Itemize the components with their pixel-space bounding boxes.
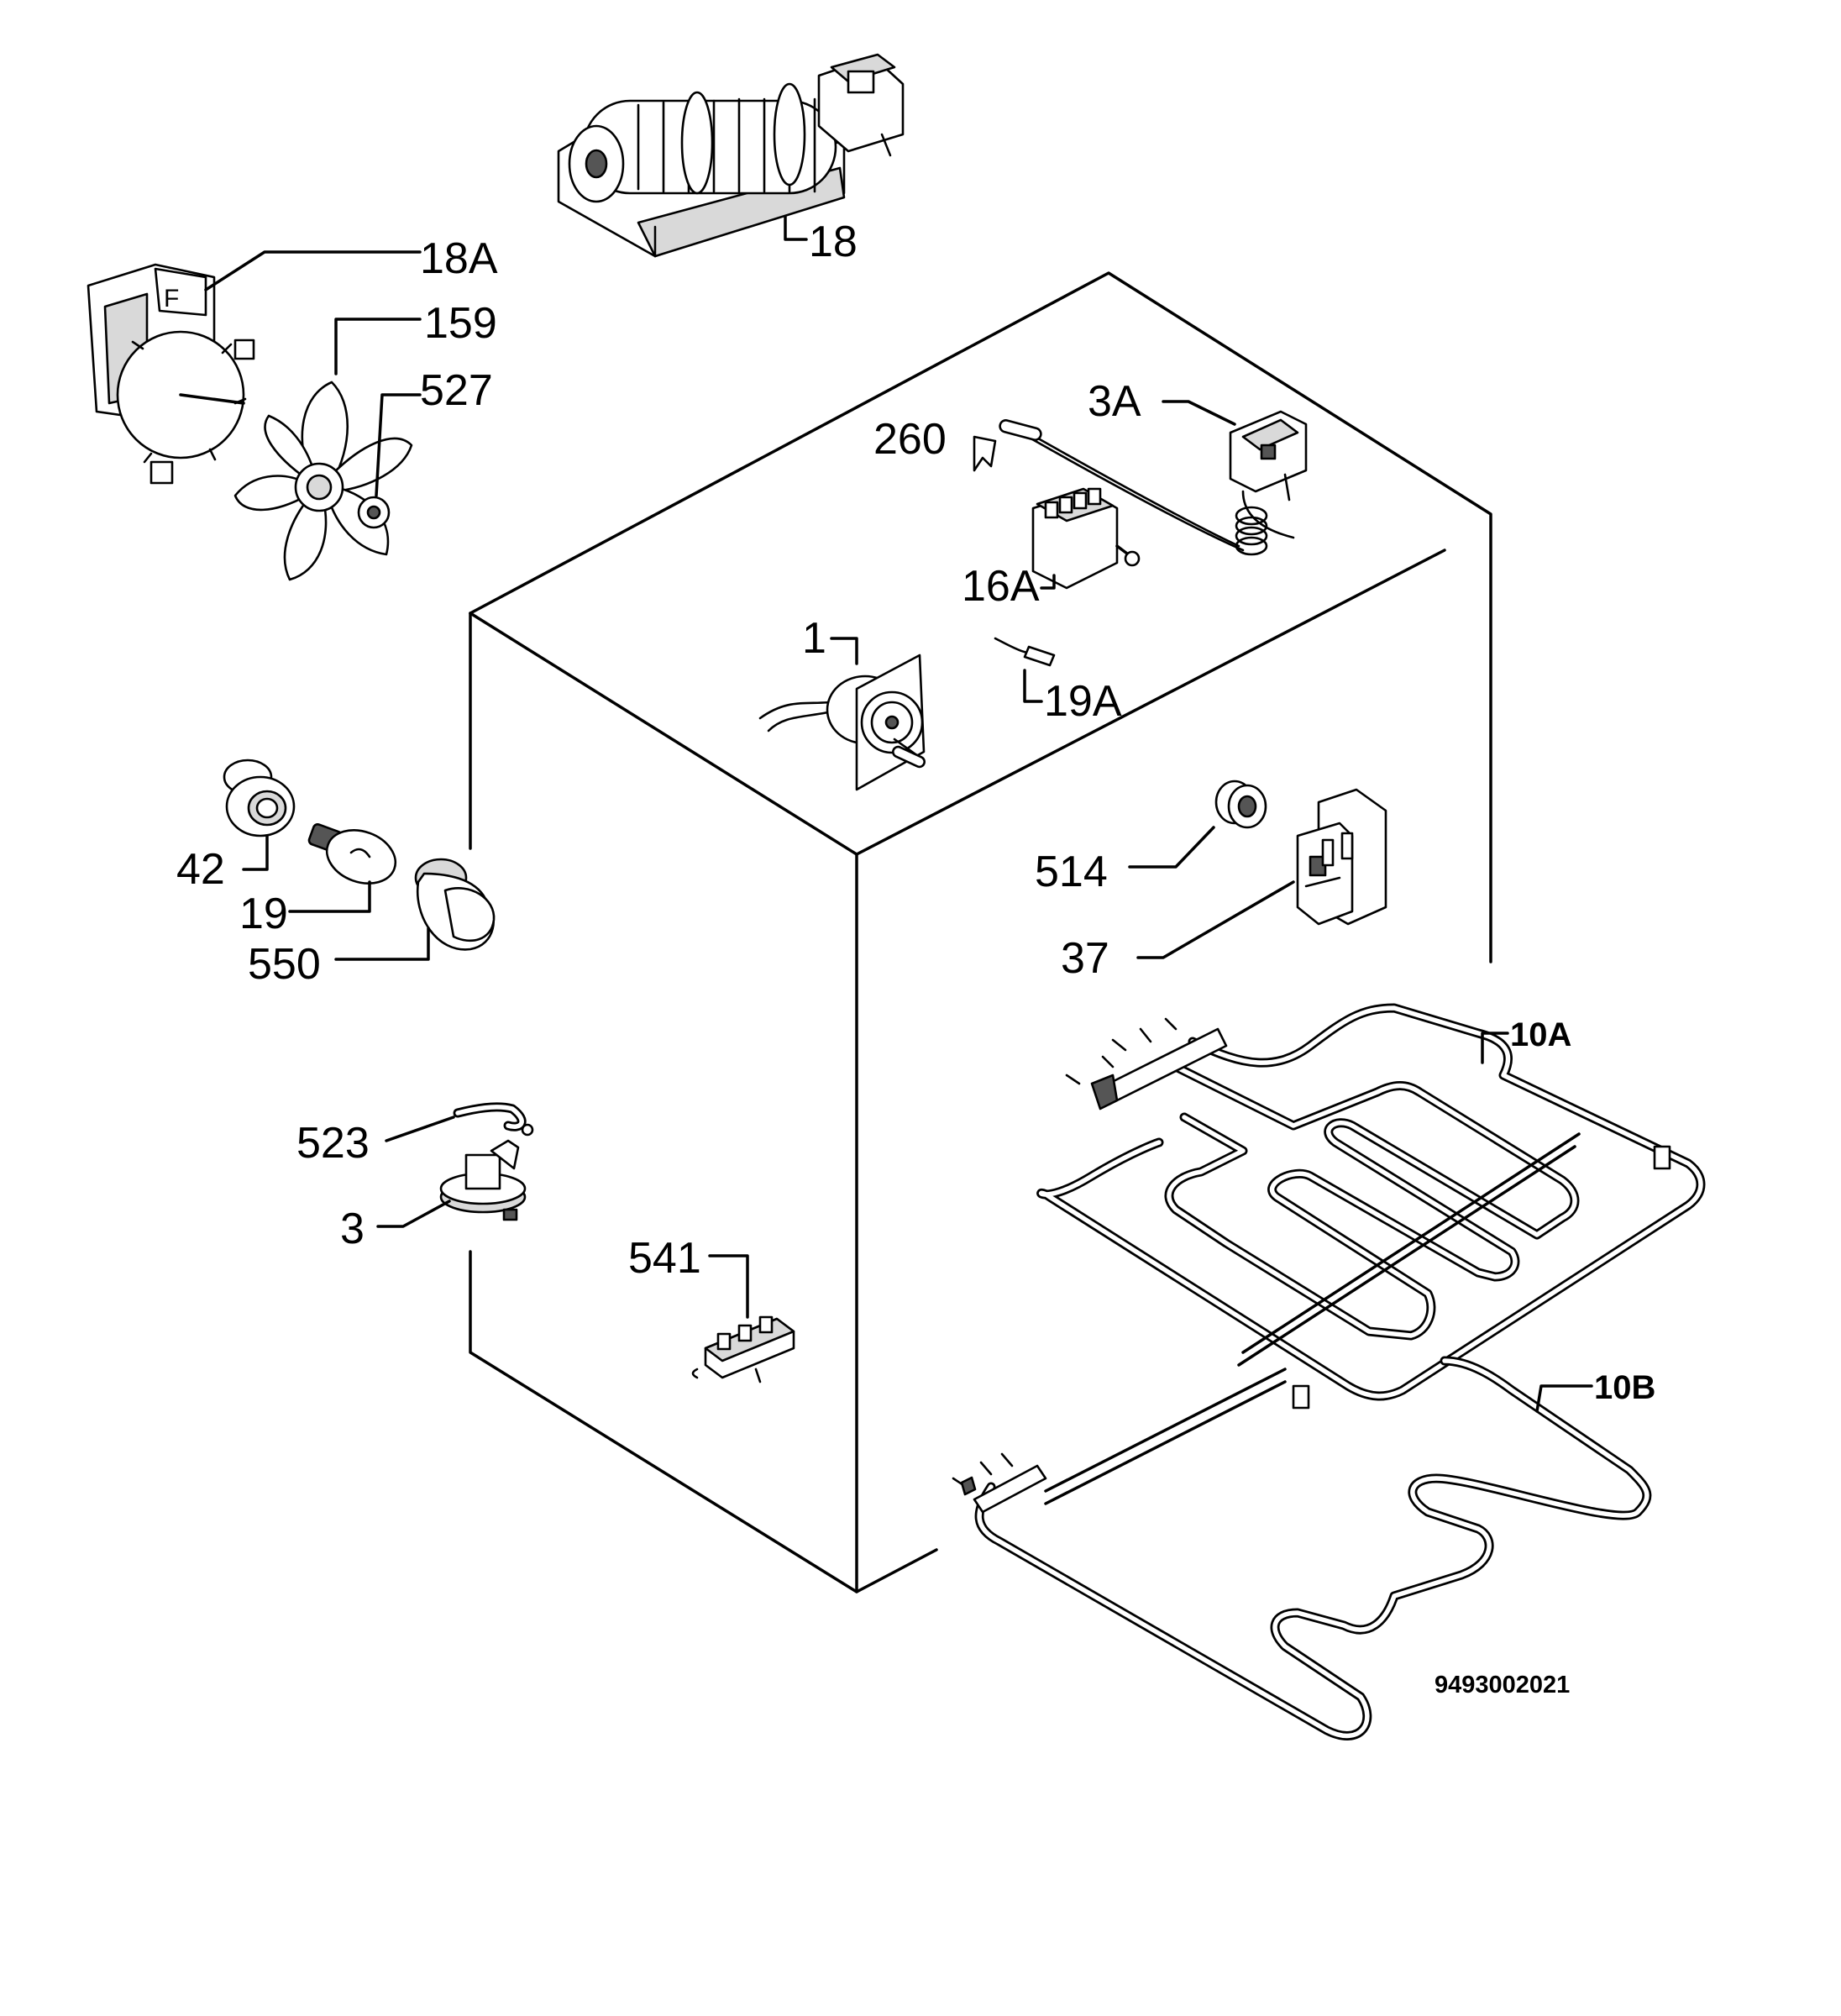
leader-19A <box>1023 669 1043 703</box>
leader-37 <box>1136 880 1295 959</box>
selector-switch-16A <box>1031 487 1141 590</box>
label-541: 541 <box>628 1234 701 1283</box>
lamp-bulb-19 <box>307 823 397 885</box>
heating-element-10A <box>1036 1003 1706 1410</box>
leader-18 <box>784 215 808 241</box>
label-37: 37 <box>1061 934 1109 983</box>
leader-527 <box>375 393 422 497</box>
label-260: 260 <box>873 415 947 464</box>
label-10A: 10A <box>1510 1016 1571 1053</box>
oven-cabinet-outline <box>469 271 1492 1593</box>
leader-514 <box>1128 826 1215 869</box>
leader-523 <box>385 1116 455 1142</box>
fan-blade-159 <box>233 381 413 581</box>
lamp-holder-42 <box>223 759 296 837</box>
leader-10B <box>1535 1384 1593 1413</box>
leader-550 <box>334 927 430 961</box>
heating-element-10B <box>952 1356 1652 1740</box>
label-514: 514 <box>1035 848 1108 896</box>
label-159: 159 <box>424 299 497 348</box>
fan-motor-18A: F <box>87 263 255 485</box>
sensor-19A <box>994 637 1056 667</box>
leader-541 <box>708 1254 749 1319</box>
cable-clip-523 <box>453 1102 534 1137</box>
leader-3 <box>376 1200 451 1228</box>
svg-text:F: F <box>164 285 179 312</box>
leader-42 <box>242 834 269 871</box>
leader-1 <box>830 637 858 665</box>
label-19: 19 <box>239 890 288 938</box>
fan-nut-527 <box>357 496 391 529</box>
label-3: 3 <box>340 1205 365 1253</box>
label-18: 18 <box>809 218 858 266</box>
label-18A: 18A <box>420 234 498 283</box>
lamp-cover-550 <box>414 858 496 951</box>
terminal-block-541 <box>691 1315 795 1383</box>
drawing-code: 9493002021 <box>1435 1672 1570 1698</box>
label-1: 1 <box>802 614 826 663</box>
leader-16A <box>1040 574 1056 590</box>
sensor-probe-260 <box>973 419 1042 472</box>
label-42: 42 <box>176 845 225 894</box>
label-3A: 3A <box>1088 377 1141 426</box>
label-16A: 16A <box>962 562 1040 611</box>
leader-10A <box>1481 1032 1509 1064</box>
leader-159 <box>334 318 422 375</box>
label-523: 523 <box>296 1119 370 1168</box>
label-527: 527 <box>420 366 493 415</box>
timer-1 <box>758 654 926 791</box>
leader-19 <box>288 880 371 913</box>
leader-3A <box>1162 400 1236 426</box>
leader-18A <box>204 250 422 291</box>
label-550: 550 <box>248 940 321 989</box>
thermostat-3A <box>1019 410 1308 556</box>
grommet-514 <box>1214 780 1267 829</box>
tangential-fan-18 <box>557 53 905 258</box>
label-10B: 10B <box>1594 1369 1655 1406</box>
safety-thermostat-3 <box>439 1139 527 1221</box>
label-19A: 19A <box>1044 677 1122 726</box>
terminal-block-37 <box>1296 788 1387 926</box>
